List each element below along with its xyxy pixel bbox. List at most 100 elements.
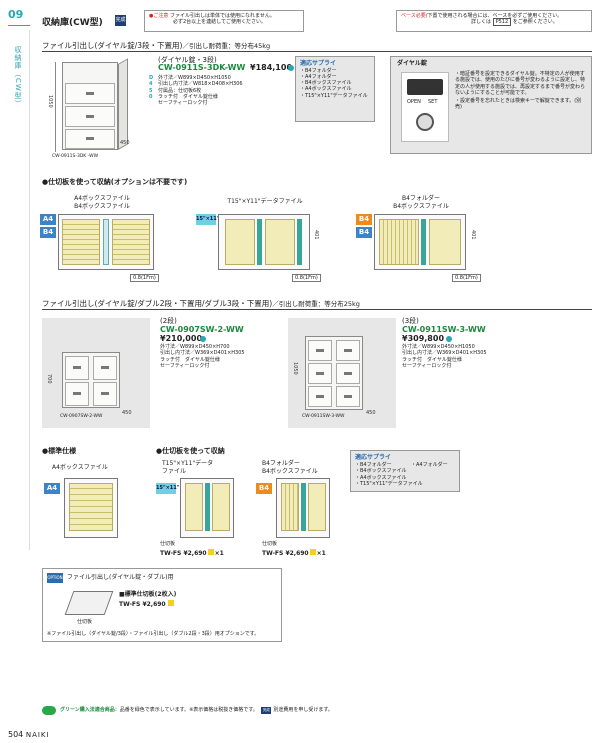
- base-line1: /下置で使用される場合には、ベースを必ずご使用ください。: [425, 13, 563, 19]
- box-file: [308, 483, 326, 531]
- caption-line: B4ボックスファイル: [74, 202, 130, 210]
- cab3-drawer: [336, 340, 360, 361]
- dial-knob-icon: [416, 113, 434, 131]
- size-badge-b4: B4: [356, 227, 372, 238]
- yellow-square-icon: [207, 549, 214, 555]
- cab1-drawer-3: [65, 129, 115, 149]
- base-ref-link[interactable]: P512: [492, 18, 512, 27]
- section2-heading: ファイル引出し(ダイヤル錠/ダブル2段・下置用/ダブル3段・下置用)／引出し耐荷…: [42, 298, 360, 309]
- product2-right-model: CW-0911SW-3-WW: [402, 325, 486, 334]
- notice-box: ●ご注意 ファイル引出しは単体では使用になれません。 必ず2台以上を連結してご使…: [144, 10, 304, 32]
- product1-model: CW-0911S-3DK-WW: [158, 63, 246, 72]
- yellow-square-icon: [309, 549, 316, 555]
- cab1-side: [118, 58, 128, 150]
- cab2-left-depth-dim: 450: [122, 410, 132, 416]
- size-badge-15x11: 15"×11": [196, 214, 219, 225]
- product2-right-sub: (3段): [402, 317, 419, 325]
- cabinet-3-ww: [305, 336, 363, 410]
- kit-badge: 完成: [115, 15, 126, 26]
- dial-lock-title: ダイヤル錠: [397, 60, 427, 67]
- tray-folders: [374, 214, 466, 270]
- folder-stack: [281, 483, 299, 531]
- cab1-height-line: [55, 62, 56, 152]
- dim-letter-1: 4: [149, 81, 153, 88]
- footer-line: グリーン購入法適合商品：品番を緑色で表示しています。※表示価格は税抜き価格です。…: [60, 707, 333, 714]
- tray-div2-item2: [276, 478, 330, 538]
- caption-line: A4ボックスファイル: [74, 195, 130, 202]
- product1-specs: 外寸法／W899×D450×H1050 引出し内寸法／W818×D408×H30…: [158, 75, 243, 106]
- supply1-item: ・B4フォルダー: [300, 67, 337, 74]
- supply2-title: 適応サプライ: [355, 454, 392, 461]
- spec-line: 付属品：仕切板6枚: [158, 87, 202, 94]
- green-dot-icon: [446, 336, 452, 342]
- product2-left-model: CW-0907SW-2-WW: [160, 325, 244, 334]
- standard-caption: A4ボックスファイル: [52, 464, 108, 471]
- cab3-drawer: [308, 340, 332, 361]
- divider-plate: [205, 483, 210, 531]
- dial-btn-set: SET: [428, 99, 438, 105]
- spec-line: 引出し内寸法／W369×D401×H305: [402, 350, 487, 357]
- product2-left-specs: 外寸法／W899×D450×H700 引出し内寸法／W369×D401×H305…: [160, 344, 245, 369]
- div2-item1-caption: T15"×Y11"データ ファイル: [162, 460, 213, 475]
- spec-line: セーフティーロック付: [402, 362, 452, 369]
- model-price: TW-FS ¥2,690: [262, 550, 309, 557]
- option-item-title: ■標準仕切板(2枚入): [119, 591, 177, 598]
- supply1-item: ・A4フォルダー: [300, 73, 337, 80]
- supply2-item: ・T15"×Y11"データファイル: [355, 480, 423, 487]
- supply2-item: ・B4フォルダー: [355, 462, 392, 468]
- data-file: [212, 483, 230, 531]
- cab1-drawer-2: [65, 106, 115, 127]
- supply1-title: 適応サプライ: [300, 60, 337, 67]
- cab3-drawer: [308, 363, 332, 384]
- green-purchase-icon: [42, 706, 56, 715]
- scale-label: 0.8(1Fm): [130, 274, 159, 283]
- page-number-rule: [8, 25, 30, 26]
- supply1-item: ・A4ボックスファイル: [300, 86, 352, 93]
- divider-plate-illustration: [64, 591, 114, 615]
- div2-item2-label: 仕切板: [262, 541, 278, 547]
- product2-right-price: ¥309,800: [402, 334, 445, 343]
- brand-name: NAIKI: [25, 731, 50, 739]
- section2-rule: [42, 309, 592, 310]
- qty: ×1: [316, 550, 326, 557]
- page-footer: 504 NAIKI: [8, 730, 50, 739]
- cab2-right-label: CW-0911SW-3-WW: [302, 414, 345, 419]
- box-file-stack: [69, 483, 113, 531]
- product2-right-specs: 外寸法／W899×D450×H1050 引出し内寸法／W369×D401×H30…: [402, 344, 487, 369]
- dial-bullet: ・設定番号を忘れたときは検索キーで解錠できます。(別売): [455, 98, 582, 111]
- box-file-stack: [112, 219, 150, 265]
- green-dot-icon: [288, 65, 294, 71]
- divider-plate: [103, 219, 109, 265]
- product2-left-price: ¥210,000: [160, 334, 203, 343]
- dial-wheels-icon: [407, 79, 443, 95]
- cab2-drawer: [93, 356, 117, 380]
- cab3-drawer: [308, 386, 332, 407]
- spec-line: 外寸法／W899×D450×H1050: [402, 344, 475, 350]
- size-badge-a4: A4: [44, 483, 60, 494]
- cab2-drawer: [65, 356, 89, 380]
- base-tag: ベース必要: [401, 13, 426, 19]
- dial-btn-open: OPEN: [407, 99, 421, 105]
- divider2-title: ●仕切板を使って収納: [156, 447, 225, 455]
- divider-plate: [297, 219, 302, 265]
- cabinet-3dk: [62, 62, 118, 150]
- option-tag: OPTION: [47, 573, 63, 583]
- dial-bullet: ・暗証番号を設定できるダイヤル錠。不特定の人が使用する施設では、使用のたびに番号…: [455, 71, 586, 96]
- tray-standard: [64, 478, 118, 538]
- data-file: [225, 219, 255, 265]
- folder-stack: [379, 219, 419, 265]
- product2-left-sub: (2段): [160, 317, 177, 325]
- div2-item2-model: TW-FS ¥2,690 ×1: [262, 549, 326, 558]
- supply2-col2: ・A4フォルダー: [411, 462, 448, 468]
- base-line2a: 詳しくは: [471, 19, 492, 26]
- div1-group2-dim: 401: [313, 230, 319, 240]
- cab1-depth-dim: 450: [120, 140, 130, 146]
- dial-bullets: ・暗証番号を設定できるダイヤル錠。不特定の人が使用する施設では、使用のたびに番号…: [455, 71, 587, 111]
- cab2-drawer: [65, 382, 89, 406]
- section2-heading-text: ファイル引出し(ダイヤル錠/ダブル2段・下置用/ダブル3段・下置用): [42, 299, 273, 308]
- size-badge-a4: A4: [40, 214, 56, 225]
- notice-bullet: ●ご注意: [149, 13, 169, 19]
- supply2-col1: ・B4フォルダー ・B4ボックスファイル ・A4ボックスファイル ・T15"×Y…: [355, 462, 423, 487]
- data-file: [265, 219, 295, 265]
- supply-box-1: 適応サプライ ・B4フォルダー ・A4フォルダー ・B4ボックスファイル ・A4…: [295, 56, 375, 122]
